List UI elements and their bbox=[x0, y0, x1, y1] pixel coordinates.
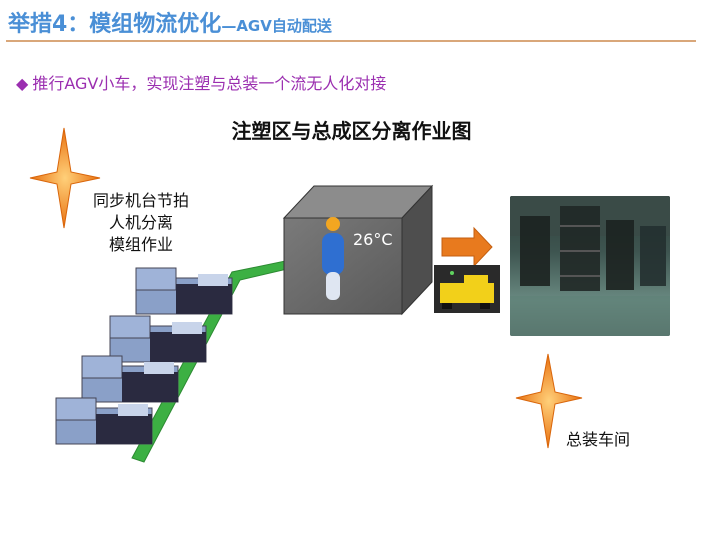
assembly-workshop-label: 总装车间 bbox=[566, 430, 631, 449]
left-line-3: 模组作业 bbox=[108, 235, 173, 254]
four-point-star-icon bbox=[515, 353, 583, 449]
worker-icon bbox=[322, 217, 344, 300]
left-description: 同步机台节拍 人机分离 模组作业 bbox=[76, 190, 206, 256]
page-title: 举措4：模组物流优化—AGV自动配送 bbox=[8, 6, 332, 38]
bullet-point: ◆推行AGV小车，实现注塑与总装一个流无人化对接 bbox=[16, 70, 386, 94]
right-arrow-icon bbox=[441, 226, 493, 268]
bullet-text: 推行AGV小车，实现注塑与总装一个流无人化对接 bbox=[32, 74, 387, 93]
left-line-1: 同步机台节拍 bbox=[92, 191, 189, 210]
agv-vehicle-image bbox=[434, 265, 500, 313]
temperature-label: 26°C bbox=[353, 230, 393, 249]
left-line-2: 人机分离 bbox=[108, 213, 173, 232]
diamond-bullet-icon: ◆ bbox=[16, 74, 29, 93]
four-point-star-icon bbox=[29, 127, 101, 229]
assembly-workshop-image bbox=[510, 196, 670, 336]
diagram-heading: 注塑区与总成区分离作业图 bbox=[231, 119, 472, 143]
injection-machines bbox=[55, 267, 233, 445]
title-divider bbox=[6, 40, 696, 42]
page-title-main: 举措4：模组物流优化 bbox=[8, 12, 222, 37]
page-title-sub: —AGV自动配送 bbox=[221, 17, 332, 35]
clean-room-box bbox=[282, 184, 434, 316]
